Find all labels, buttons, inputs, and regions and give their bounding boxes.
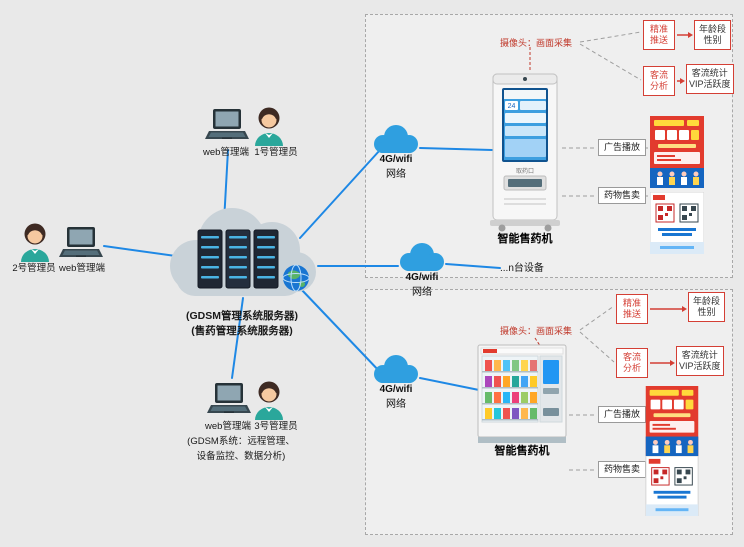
camera-lens-icon [523, 77, 527, 81]
laptop-icon [207, 383, 251, 413]
machine-caption-2: 智能售药机 [494, 445, 550, 457]
flow-analysis-line2: 分析 [650, 81, 669, 91]
pickup-slot-label: 取药口 [516, 167, 534, 175]
flow-stats-line2: VIP活跃度 [679, 361, 721, 371]
flow-stats-line1: 客流统计 [681, 350, 718, 360]
network-cloud-3: 4G/wifi 网络 [366, 354, 426, 410]
flow-analysis-line1: 客流 [650, 70, 669, 80]
age-gender-box-2: 年龄段 性别 [688, 292, 726, 322]
screen-badge: 24 [508, 103, 516, 110]
ad-play-box-2: 广告播放 [598, 406, 647, 423]
gray-dashed-links [562, 31, 649, 471]
precise-push-line2: 推送 [650, 35, 669, 45]
qr-code-icon [655, 203, 699, 223]
camera-caption-2: 摄像头：画面采集 [500, 326, 573, 336]
age-gender-line1: 年龄段 [699, 24, 727, 34]
network-type-label: 4G/wifi [405, 272, 439, 283]
age-gender-line1: 年龄段 [693, 296, 721, 306]
age-gender-box-1: 年龄段 性别 [694, 20, 732, 50]
server-caption-line1: (GDSM管理系统服务器) [186, 310, 298, 322]
manager-avatar [21, 223, 49, 262]
gdsm-note-line1: (GDSM系统：远程管理、 [187, 436, 295, 447]
network-type-label: 4G/wifi [379, 384, 413, 395]
wifi-cloud-icon [400, 243, 444, 271]
qr-code-icon [651, 467, 693, 486]
dispense-slot [543, 408, 559, 416]
globe-icon [282, 264, 310, 292]
server-rack-icon [197, 229, 279, 289]
wifi-cloud-icon [374, 125, 418, 153]
wifi-cloud-icon [374, 355, 418, 383]
drug-sale-box-1: 药物售卖 [598, 187, 647, 204]
ad-poster-2 [645, 386, 699, 456]
web-terminal-label-1: web管理端 [203, 147, 249, 158]
network-type-label: 4G/wifi [379, 154, 413, 165]
server-caption-line2: (售药管理系统服务器) [191, 325, 293, 337]
flow-stats-line1: 客流统计 [691, 68, 728, 78]
flow-analysis-line1: 客流 [623, 352, 642, 362]
network-cloud-2: 4G/wifi 网络 [392, 242, 452, 298]
manager-avatar [255, 381, 283, 420]
age-gender-line2: 性别 [697, 307, 716, 317]
web-terminal-label-3: web管理端 [205, 421, 251, 432]
network-sub-label: 网络 [386, 169, 406, 180]
network-sub-label: 网络 [412, 287, 432, 298]
more-devices-label: ...n台设备 [500, 263, 544, 274]
camera-caption-1: 摄像头：画面采集 [500, 38, 573, 48]
precise-push-box-1: 精准 推送 [643, 20, 676, 50]
age-gender-line2: 性别 [703, 35, 722, 45]
qr-poster-2 [645, 456, 699, 516]
gdsm-note-line2: 设备监控、数据分析) [196, 451, 286, 462]
manager-avatar [255, 107, 283, 146]
flow-analysis-box-2: 客流 分析 [616, 348, 649, 378]
shelf-bars [482, 371, 538, 421]
precise-push-line2: 推送 [623, 309, 642, 319]
qr-poster-1 [650, 192, 704, 254]
blue-links [103, 147, 501, 391]
ad-poster-1 [650, 116, 704, 188]
laptop-icon [205, 109, 249, 139]
flow-analysis-line2: 分析 [623, 363, 642, 373]
network-sub-label: 网络 [386, 399, 406, 410]
server-cloud-icon [170, 208, 316, 296]
web-terminal-label-2: web管理端 [59, 263, 105, 274]
precise-push-line1: 精准 [623, 298, 642, 308]
flow-analysis-box-1: 客流 分析 [643, 66, 676, 96]
keypad [543, 388, 559, 394]
manager-3-label: 3号管理员 [254, 421, 298, 432]
smart-vending-machine-2 [477, 344, 567, 443]
network-cloud-1: 4G/wifi 网络 [366, 124, 426, 180]
flow-stats-box-1: 客流统计 VIP活跃度 [686, 64, 734, 94]
ad-play-box-1: 广告播放 [598, 139, 647, 156]
precise-push-line1: 精准 [650, 24, 669, 34]
manager-2-label: 2号管理员 [12, 263, 56, 274]
shelf-products [485, 360, 537, 419]
red-arrows [650, 32, 693, 366]
laptop-icon [59, 227, 103, 257]
drug-sale-box-2: 药物售卖 [598, 461, 647, 478]
flow-stats-line2: VIP活跃度 [689, 79, 731, 89]
machine-caption-1: 智能售药机 [497, 233, 553, 245]
manager-1-label: 1号管理员 [254, 147, 298, 158]
panel-screen [543, 360, 559, 384]
precise-push-box-2: 精准 推送 [616, 294, 649, 324]
flow-stats-box-2: 客流统计 VIP活跃度 [676, 346, 724, 376]
smart-vending-machine-1: 24 取药口 [490, 73, 560, 232]
